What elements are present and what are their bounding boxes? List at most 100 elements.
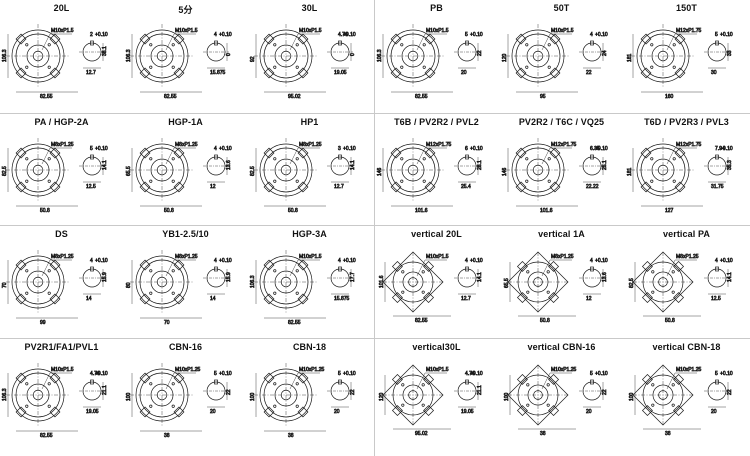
pump-model-title: vertical CBN-18 [652, 342, 721, 352]
bolt-hole [171, 269, 175, 273]
tolerance-label: +0.10 [219, 32, 232, 38]
bolt-hole [171, 43, 175, 47]
mounting-lug [641, 292, 653, 304]
mounting-lug [641, 373, 653, 385]
bolt-hole [546, 290, 550, 294]
pump-model-title: 20L [53, 3, 70, 13]
bolt-hole [149, 269, 153, 273]
key-width-label: 6.35 [590, 146, 600, 152]
thread-leader [541, 33, 572, 51]
thread-leader [165, 259, 196, 277]
flange-height-label: 70 [2, 282, 8, 288]
pilot-diameter-label: 82.55 [164, 94, 177, 100]
tolerance-label: +0.10 [720, 146, 733, 152]
thread-leader [41, 372, 72, 390]
shaft-diameter-label: 12.7 [86, 70, 96, 76]
shaft-diameter-label: 20 [334, 409, 340, 415]
flange-height-label: 82.5 [629, 278, 635, 288]
tolerance-label: +0.10 [470, 371, 483, 377]
pump-model-title: PA / HGP-2A [34, 117, 89, 127]
pump-model-title: T6D / PV2R3 / PVL3 [644, 117, 729, 127]
mounting-lug [390, 181, 402, 193]
pump-model-title: vertical PA [663, 229, 710, 239]
bolt-hole [547, 43, 551, 47]
mounting-lug [391, 405, 403, 417]
thread-leader [416, 259, 447, 277]
bolt-hole [25, 291, 29, 295]
bolt-hole [273, 65, 277, 69]
mounting-lug [548, 373, 560, 385]
key-width-label: 4.76 [465, 371, 475, 377]
mounting-lug [424, 147, 436, 159]
shaft-diameter-label: 30 [711, 70, 717, 76]
mounting-lug [15, 67, 27, 79]
mounting-lug [297, 181, 309, 193]
mounting-lug [673, 292, 685, 304]
thread-leader [666, 259, 697, 277]
mounting-lug [424, 181, 436, 193]
pump-model-title: CBN-18 [292, 342, 327, 352]
thread-leader [416, 33, 447, 51]
tolerance-label: +0.10 [95, 371, 108, 377]
bolt-hole [400, 43, 404, 47]
keyway [465, 379, 469, 385]
mounting-lug [640, 67, 652, 79]
bolt-hole [651, 403, 655, 407]
mounting-lug [548, 260, 560, 272]
pump-model-title: 30L [301, 3, 318, 13]
bolt-hole [671, 383, 675, 387]
thread-label: M10xP1.5 [51, 28, 74, 34]
bolt-hole [422, 179, 426, 183]
mounting-lug [139, 33, 151, 45]
bolt-hole [525, 157, 529, 161]
bolt-hole [171, 157, 175, 161]
keyway [590, 40, 594, 46]
mounting-lug [297, 293, 309, 305]
key-height-label: 0 [226, 53, 232, 56]
bolt-hole [546, 403, 550, 407]
tolerance-label: +0.10 [720, 32, 733, 38]
mounting-lug [423, 405, 435, 417]
left-row-divider-1 [0, 113, 374, 114]
pilot-diameter-label: 50.8 [665, 318, 675, 324]
bolt-hole [171, 404, 175, 408]
tolerance-label: +0.10 [720, 371, 733, 377]
pilot-diameter-label: 99 [40, 320, 46, 326]
mounting-lug [49, 259, 61, 271]
bolt-hole [672, 43, 676, 47]
keyway [214, 40, 218, 46]
mounting-lug [263, 33, 275, 45]
mounting-lug [297, 259, 309, 271]
pump-model-title: vertical30L [412, 342, 461, 352]
keyway [715, 40, 719, 46]
thread-leader [541, 259, 572, 277]
flange-height-label: 100 [504, 392, 510, 401]
mounting-lug [15, 259, 27, 271]
bolt-hole [171, 65, 175, 69]
key-width-label: 5 [465, 32, 468, 38]
bolt-hole [671, 290, 675, 294]
key-height-label: 13.6 [226, 160, 232, 170]
bolt-hole [401, 403, 405, 407]
keyway [338, 154, 342, 160]
bolt-hole [47, 43, 51, 47]
key-width-label: 5 [90, 146, 93, 152]
keyway [590, 266, 594, 272]
mounting-lug [139, 293, 151, 305]
flange-height-label: 120 [502, 53, 508, 62]
keyway [214, 266, 218, 272]
shaft-diameter-label: 22.22 [586, 184, 599, 190]
mounting-lug [15, 293, 27, 305]
mounting-lug [548, 405, 560, 417]
bolt-hole [651, 383, 655, 387]
pump-model-title: HP1 [300, 117, 319, 127]
